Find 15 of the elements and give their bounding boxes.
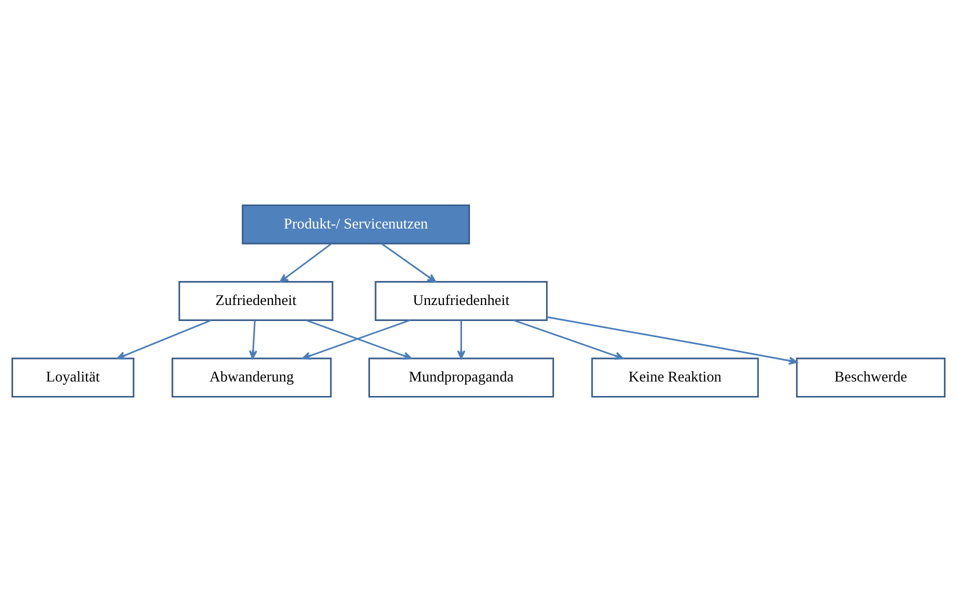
arrow	[116, 319, 212, 359]
node-box: Abwanderung	[172, 357, 332, 398]
node-box: Loyalität	[11, 357, 134, 398]
node-box: Beschwerde	[796, 357, 946, 398]
node-box: Produkt-/ Servicenutzen	[242, 204, 470, 244]
arrow	[248, 320, 258, 359]
node-box: Mundpropaganda	[368, 357, 554, 398]
node-box: Keine Reaktion	[591, 357, 759, 398]
arrow	[381, 242, 436, 282]
arrow	[457, 320, 466, 359]
arrow	[512, 318, 624, 360]
arrow	[280, 242, 332, 282]
arrow	[546, 316, 798, 364]
node-box: Unzufriedenheit	[374, 280, 548, 320]
node-box: Zufriedenheit	[178, 280, 334, 320]
